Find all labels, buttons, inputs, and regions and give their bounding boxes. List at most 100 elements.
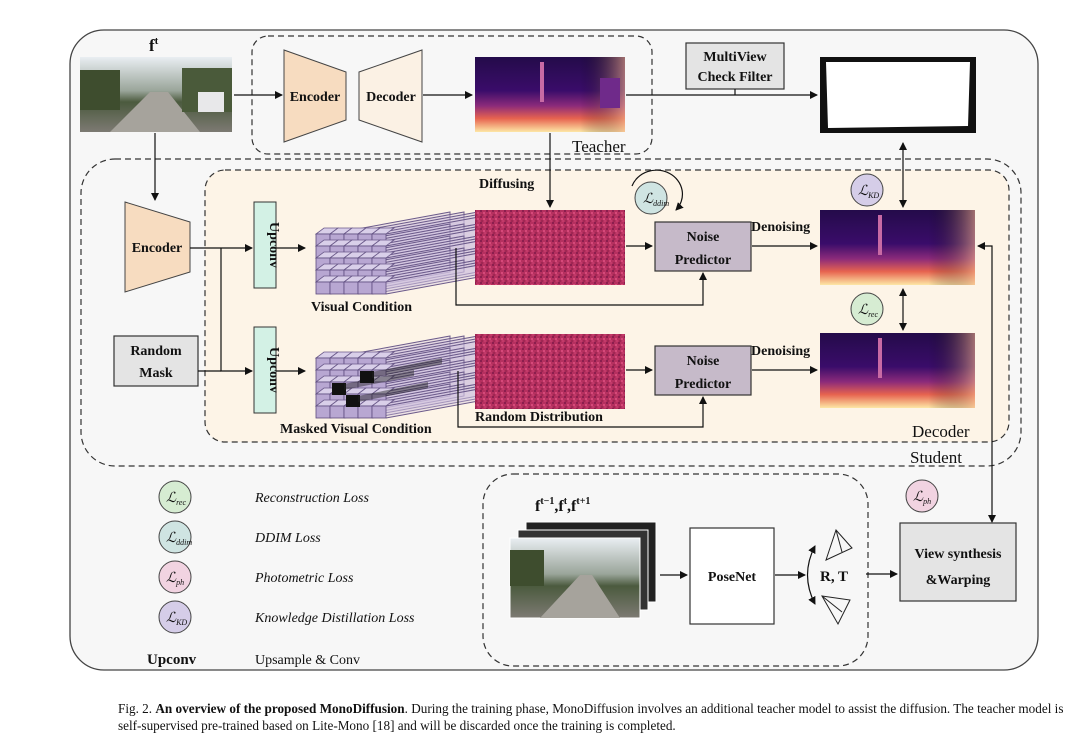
upconv-box-bottom: [253, 326, 277, 414]
monodiffusion-diagram: Teacher Student Decoder ft Encoder Decod…: [69, 29, 1039, 671]
student-depth-map-bottom: [820, 333, 975, 408]
loss-ddim-badge: ℒddim: [634, 181, 669, 215]
mask-trail: [372, 358, 442, 378]
rt-brace: [806, 545, 816, 605]
svg-text:ℒrec: ℒrec: [858, 303, 878, 319]
cube-cell: [357, 281, 373, 295]
upconv-label-bottom: Upconv: [266, 347, 281, 393]
legend-loss-badge: [158, 600, 192, 634]
student-depth-map-top: [820, 210, 975, 285]
noise-predictor-top: [654, 221, 752, 272]
connection-arrows: [151, 89, 996, 523]
mask-block: [360, 371, 374, 383]
input-frames-stack: [509, 521, 657, 619]
noise-predictor-top-line1: Noise: [687, 230, 720, 245]
legend-row: ℒrec Reconstruction Loss: [158, 480, 369, 514]
cube-cell: [315, 405, 331, 419]
masked-visual-condition-cube: [314, 335, 507, 419]
noise-image-top: [475, 210, 625, 285]
legend-loss-symbol: ℒrec: [166, 491, 186, 507]
loss-kd-badge: ℒKD: [850, 173, 884, 207]
legend-row: ℒKD Knowledge Distillation Loss: [158, 600, 415, 634]
legend-loss-badge: [158, 520, 192, 554]
legend-loss-symbol: ℒKD: [166, 611, 187, 627]
legend-loss-text: DDIM Loss: [254, 531, 321, 546]
decoder-region-label: Decoder: [912, 422, 970, 441]
svg-text:ℒph: ℒph: [913, 490, 931, 506]
cube-cell: [329, 405, 345, 419]
multiview-line1: MultiView: [703, 50, 767, 65]
student-label: Student: [910, 448, 962, 467]
ddim-loop-arrow: [631, 169, 684, 211]
student-encoder: [124, 201, 191, 293]
caption-body: . During the training phase, MonoDiffusi…: [118, 701, 1064, 733]
input-frame-image: [80, 57, 232, 132]
noise-predictor-bottom-line2: Predictor: [675, 377, 732, 392]
random-mask-line2: Mask: [139, 366, 173, 381]
legend-row: ℒph Photometric Loss: [158, 560, 354, 594]
legend-loss-badge: [158, 480, 192, 514]
cube-cell: [343, 405, 359, 419]
noise-predictor-bottom: [654, 345, 752, 396]
teacher-encoder: [283, 49, 347, 143]
legend-loss-symbol: ℒph: [166, 571, 184, 587]
frames-label: ft−1,ft,ft+1: [535, 496, 590, 515]
svg-text:ℒddim: ℒddim: [643, 192, 669, 208]
posenet-label: PoseNet: [708, 570, 757, 585]
legend-loss-text: Reconstruction Loss: [254, 491, 369, 506]
student-encoder-label: Encoder: [132, 241, 183, 256]
cube-cell: [329, 281, 345, 295]
mask-block: [346, 395, 360, 407]
teacher-depth-map: [475, 57, 625, 132]
legend-loss-badge: [158, 560, 192, 594]
loss-rec-badge: ℒrec: [850, 292, 884, 326]
rt-label: R, T: [820, 569, 848, 585]
teacher-decoder: [358, 49, 423, 143]
mask-trail: [344, 370, 414, 390]
pose-pyramid-bottom: [821, 595, 851, 626]
svg-text:ℒKD: ℒKD: [858, 184, 879, 200]
legend-loss-symbol: ℒddim: [166, 531, 192, 547]
upconv-label-top: Upconv: [266, 222, 281, 268]
legend-upconv-key: Upconv: [147, 652, 197, 668]
decoder-region: [204, 169, 1010, 443]
posenet-box: [689, 527, 775, 625]
random-distribution-label: Random Distribution: [475, 410, 603, 425]
mask-image: [820, 57, 976, 133]
noise-predictor-bottom-line1: Noise: [687, 354, 720, 369]
pose-pyramid-top: [825, 529, 853, 561]
denoising-label-bottom: Denoising: [751, 344, 810, 359]
legend-loss-text: Photometric Loss: [254, 571, 354, 586]
multiview-line2: Check Filter: [697, 70, 772, 85]
teacher-encoder-label: Encoder: [290, 90, 341, 105]
figure-caption: Fig. 2. An overview of the proposed Mono…: [118, 700, 1068, 734]
pose-region: [482, 473, 869, 667]
legend-upconv-text: Upsample & Conv: [255, 653, 360, 668]
noise-image-bottom: [475, 334, 625, 409]
random-mask-box: [113, 335, 199, 387]
student-box: [80, 158, 1022, 467]
view-synthesis-line2: &Warping: [926, 573, 991, 588]
upconv-box-top: [253, 201, 277, 289]
view-synthesis-box: [899, 522, 1017, 602]
cube-cell: [371, 281, 387, 295]
diffusing-label: Diffusing: [479, 177, 534, 192]
cube-cell: [343, 281, 359, 295]
teacher-label: Teacher: [572, 137, 626, 156]
view-synthesis-line1: View synthesis: [915, 547, 1003, 562]
visual-condition-label: Visual Condition: [311, 300, 412, 315]
cube-cell: [357, 405, 373, 419]
masked-visual-condition-label: Masked Visual Condition: [280, 422, 432, 437]
cube-cell: [315, 281, 331, 295]
noise-predictor-top-line2: Predictor: [675, 253, 732, 268]
mask-trail: [358, 382, 428, 402]
caption-title: An overview of the proposed MonoDiffusio…: [155, 701, 405, 716]
denoising-label-top: Denoising: [751, 220, 810, 235]
random-mask-line1: Random: [130, 344, 182, 359]
legend-row: ℒddim DDIM Loss: [158, 520, 321, 554]
teacher-decoder-label: Decoder: [366, 90, 416, 105]
cube-cell: [371, 405, 387, 419]
legend-loss-text: Knowledge Distillation Loss: [254, 611, 415, 626]
loss-ph-badge: ℒph: [905, 479, 939, 513]
